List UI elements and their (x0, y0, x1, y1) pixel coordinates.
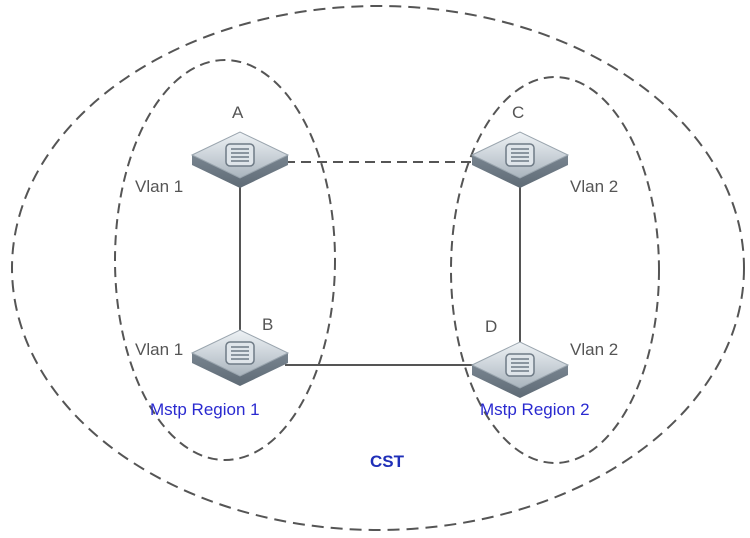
switch-a-label: A (232, 103, 244, 122)
mstp-region-1-boundary (114, 59, 336, 461)
switch-d-label: D (485, 317, 497, 336)
switch-d-icon (471, 341, 569, 399)
switch-b-icon (191, 329, 289, 387)
mstp-region-2-label: Mstp Region 2 (480, 400, 590, 419)
switch-a-vlan-label: Vlan 1 (135, 177, 183, 196)
switch-b-label: B (262, 315, 273, 334)
mstp-region-1-label: Mstp Region 1 (150, 400, 260, 419)
switch-d-vlan-label: Vlan 2 (570, 340, 618, 359)
switch-a-icon (191, 131, 289, 189)
switch-c-icon (471, 131, 569, 189)
switch-b-vlan-label: Vlan 1 (135, 340, 183, 359)
switch-c-label: C (512, 103, 524, 122)
cst-label: CST (370, 452, 405, 471)
cst-boundary (11, 5, 745, 531)
mstp-region-2-boundary (450, 76, 660, 464)
switch-c-vlan-label: Vlan 2 (570, 177, 618, 196)
